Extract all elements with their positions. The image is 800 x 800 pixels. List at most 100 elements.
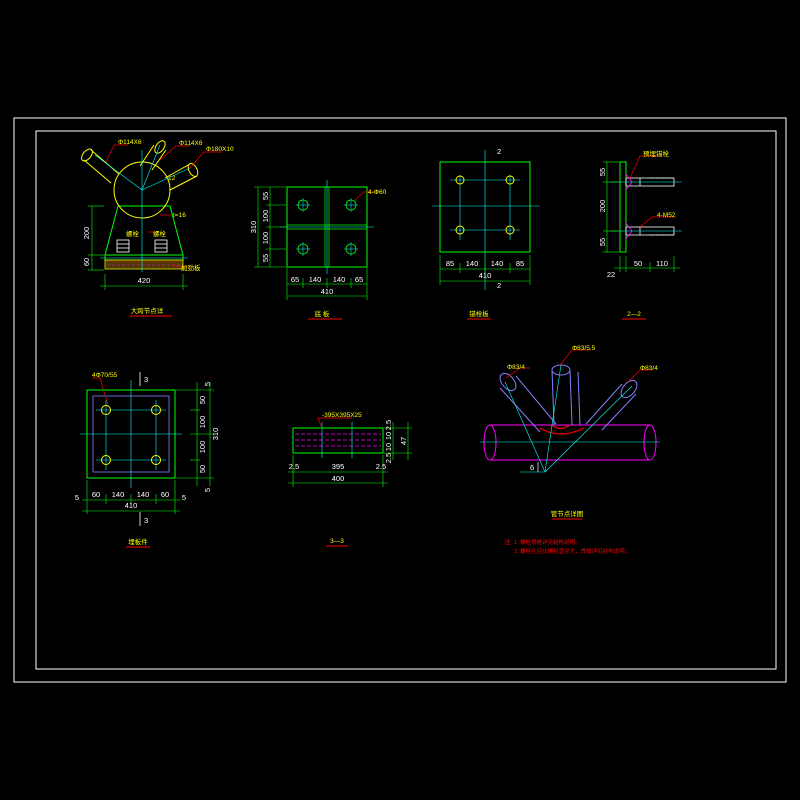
section-3-dim-bottom-total: 400 — [332, 474, 345, 483]
embed-plate-dim-right-1: 5 — [203, 382, 212, 386]
embed-plate-dim-right-3: 100 — [198, 416, 207, 429]
base-plate-dim-bottom-2: 140 — [309, 275, 322, 284]
embed-plate-dim-right-2: 50 — [198, 396, 207, 404]
node-label-pipe3: Φ180X10 — [206, 146, 234, 153]
pipe-node-label-center: Φ83/5.5 — [572, 345, 596, 352]
section-2-dim-bottom-1: 22 — [607, 270, 615, 279]
notes-line-1: 1. 螺栓规格详见结构说明。 — [514, 538, 581, 546]
section-2-view: 预埋锚栓 4-M52 55 200 55 22 50 110 2—2 — [598, 149, 682, 320]
section-2-label-anchor: 预埋锚栓 — [643, 149, 670, 158]
anchor-plate-dim-bottom-1: 85 — [446, 259, 454, 268]
embed-plate-dim-right-6: 5 — [203, 488, 212, 492]
section-3-dim-bottom-1: 2.5 — [289, 462, 299, 471]
embed-plate-dim-bottom-6: 5 — [182, 493, 186, 502]
notes-line-2: 2. 螺栓孔径比螺栓直径大，焊缝详见结构说明。 — [514, 547, 630, 555]
section-2-label-bolts: 4-M52 — [657, 212, 676, 219]
section-2-dim-bottom-3: 110 — [656, 259, 668, 268]
embed-plate-section-bottom: 3 — [144, 516, 148, 525]
node-label-angle: 12 — [168, 175, 176, 182]
embed-plate-hole-note: 4Φ70/55 — [92, 372, 117, 379]
section-3-view: -395X395X25 2.5 10 10 2.5 47 2.5 395 2.5… — [288, 412, 412, 547]
node-dim-width: 420 — [138, 276, 151, 285]
section-3-dim-right-2: 10 — [384, 432, 393, 440]
notes: 注 1. 螺栓规格详见结构说明。 2. 螺栓孔径比螺栓直径大，焊缝详见结构说明。 — [504, 537, 630, 555]
section-3-dim-bottom-2: 395 — [332, 462, 345, 471]
node-dim-base: 60 — [82, 258, 91, 266]
anchor-plate-dim-bottom-3: 140 — [491, 259, 504, 268]
base-plate-dim-left-2: 100 — [261, 210, 270, 223]
section-3-title: 3—3 — [330, 538, 344, 545]
anchor-plate-dim-bottom-4: 85 — [516, 259, 524, 268]
section-2-dim-left-2: 200 — [598, 200, 607, 213]
base-plate-hole-note: 4-Φ60 — [368, 189, 387, 196]
section-2-bolts — [625, 177, 675, 236]
embed-plate-view: 4Φ70/55 3 3 5 50 100 100 50 5 310 — [75, 372, 220, 548]
base-plate-dim-bottom-3: 140 — [333, 275, 346, 284]
anchor-plate-title: 锚栓板 — [469, 309, 489, 318]
base-plate-title: 底 板 — [315, 309, 330, 318]
base-plate-dim-left-total: 310 — [249, 221, 258, 234]
section-3-dim-right-1: 2.5 — [384, 420, 393, 430]
pipe-node-title: 管节点详图 — [551, 509, 584, 518]
pipe-brace-right — [585, 379, 638, 431]
section-2-dim-left-3: 55 — [598, 238, 607, 246]
node-label-thickness: t=16 — [173, 212, 186, 219]
base-plate-dim-left-1: 55 — [261, 192, 270, 200]
section-3-dim-right-3: 10 — [384, 443, 393, 451]
node-base-plate — [104, 254, 184, 261]
embed-plate-dim-bottom-5: 60 — [161, 490, 169, 499]
section-3-dim-bottom-3: 2.5 — [376, 462, 386, 471]
anchor-plate-holes — [455, 175, 515, 235]
section-2-title: 2—2 — [627, 311, 641, 318]
pipe-brace-left — [499, 372, 557, 433]
pipe-chord — [483, 424, 657, 461]
pipe-node-label-right: Φ83/4 — [640, 365, 658, 372]
section-3-plate — [292, 427, 384, 454]
anchor-plate-view: 2 2 85 140 140 85 410 锚栓板 — [432, 147, 540, 320]
node-dim-height: 200 — [82, 227, 91, 240]
embed-plate-holes — [101, 405, 161, 465]
section-3-label-plate: -395X395X25 — [322, 412, 362, 419]
node-label-stiffener: 加劲板 — [181, 263, 201, 272]
base-plate-dim-bottom-1: 65 — [291, 275, 299, 284]
embed-plate-dim-bottom-3: 140 — [112, 490, 125, 499]
embed-plate-dim-bottom-2: 60 — [92, 490, 100, 499]
anchor-plate-section-top: 2 — [497, 147, 501, 156]
base-plate-dim-left-4: 55 — [261, 254, 270, 262]
node-label-pipe1: Φ114X6 — [118, 139, 142, 146]
embed-plate-dim-right-total: 310 — [211, 428, 220, 441]
node-label-bolt-right: 螺栓 — [153, 229, 167, 238]
anchor-plate-dim-bottom-2: 140 — [466, 259, 479, 268]
section-2-dim-bottom-2: 50 — [634, 259, 642, 268]
node-grout — [104, 259, 184, 270]
section-2-plate — [619, 161, 627, 253]
section-2-dim-left-1: 55 — [598, 168, 607, 176]
embed-plate-dim-right-5: 50 — [198, 465, 207, 473]
base-plate-view: 4-Φ60 55 100 100 55 310 65 140 140 6 — [249, 180, 387, 320]
section-3-dim-right-total: 47 — [399, 437, 408, 445]
inner-frame — [35, 130, 777, 670]
embed-plate-dim-bottom-1: 5 — [75, 493, 79, 502]
anchor-plate-section-bottom: 2 — [497, 281, 501, 290]
pipe-node-label-left: Φ83/4 — [507, 364, 525, 371]
base-plate-dim-bottom-total: 410 — [321, 287, 334, 296]
embed-plate-title: 埋板件 — [128, 537, 148, 546]
node-label-pipe2: Φ114X6 — [179, 140, 203, 147]
section-3-dim-right-4: 2.5 — [384, 453, 393, 463]
pipe-brace-center — [551, 364, 581, 426]
node-detail: Φ114X6 Φ114X6 Φ180X10 12 t=16 螺栓 螺栓 加劲板 … — [81, 139, 234, 317]
pipe-node-view: 6 Φ83/4 Φ83/5.5 Φ83/4 管节点详图 — [480, 345, 660, 520]
embed-plate-dim-bottom-4: 140 — [137, 490, 150, 499]
node-detail-title: 大跨节点详 — [131, 306, 164, 315]
embed-plate-dim-bottom-total: 410 — [125, 501, 138, 510]
base-plate-dim-bottom-4: 65 — [355, 275, 363, 284]
node-axes — [94, 144, 191, 272]
anchor-plate-dim-bottom-total: 410 — [479, 271, 492, 280]
embed-plate-section-top: 3 — [144, 375, 148, 384]
notes-marker: 注 — [504, 537, 511, 546]
node-leaders — [105, 144, 222, 268]
node-anchor-bolts — [116, 239, 168, 253]
outer-frame — [13, 117, 787, 683]
embed-plate-dim-right-4: 100 — [198, 441, 207, 454]
